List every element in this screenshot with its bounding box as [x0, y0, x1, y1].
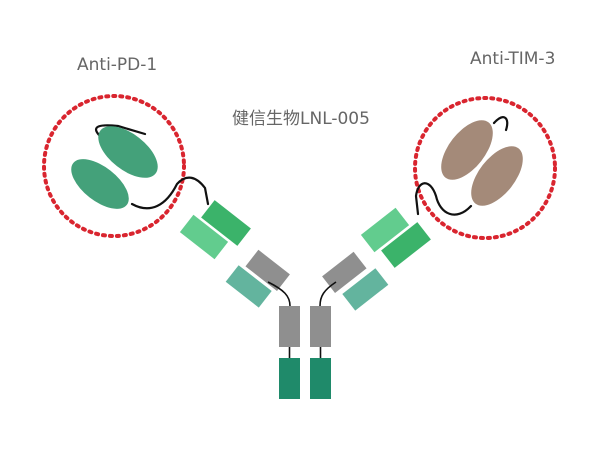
label-anti-pd1: Anti-PD-1 [77, 55, 157, 75]
pd1-domain-1 [98, 126, 158, 178]
fc-ch3-right [310, 358, 331, 399]
tim3-domain-1 [441, 120, 493, 180]
label-anti-tim3: Anti-TIM-3 [470, 49, 555, 69]
fc-ch3-left [279, 358, 300, 399]
left-fab-light-variable [179, 214, 229, 260]
left-linker [94, 124, 210, 210]
left-fab-heavy-variable [201, 200, 251, 246]
left-hinge [267, 281, 291, 307]
right-fab-heavy-constant [322, 251, 367, 293]
left-binding-ring [42, 94, 186, 238]
fc-ch2-left [279, 306, 300, 347]
right-fab-light-variable [360, 207, 410, 253]
right-linker [414, 116, 509, 216]
left-fab-heavy-constant [245, 249, 290, 291]
label-product-name: 健信生物LNL-005 [232, 109, 370, 129]
left-fab-light-constant [225, 265, 272, 308]
tim3-domain-2 [471, 146, 523, 206]
right-binding-ring [413, 96, 557, 240]
right-hinge [319, 281, 337, 307]
right-fab-light-constant [342, 268, 389, 311]
pd1-domain-2 [71, 159, 129, 209]
right-fab-heavy-variable [381, 222, 431, 268]
fc-ch2-right [310, 306, 331, 347]
